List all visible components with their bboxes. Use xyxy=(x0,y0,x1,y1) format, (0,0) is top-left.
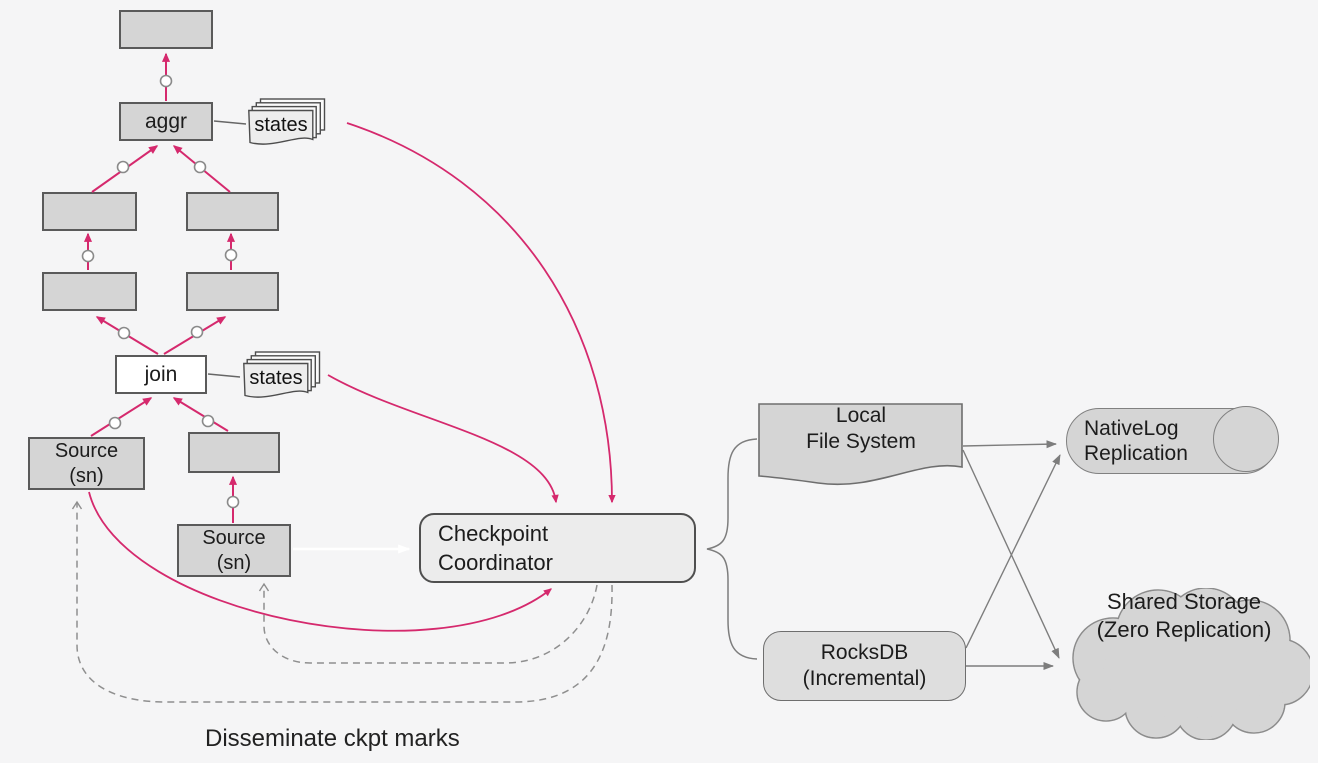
join-node: join xyxy=(115,355,207,394)
local-file-system-label: Local File System xyxy=(806,404,916,453)
op-node-above-source2 xyxy=(188,432,280,473)
map-node-right-upper xyxy=(186,192,279,231)
nativelog-replication-node: NativeLog Replication xyxy=(1066,406,1279,474)
dashed-coordinator-to-source2 xyxy=(258,582,598,664)
edge-localfs-to-sharedstorage xyxy=(962,449,1060,659)
shared-storage-cloud: Shared Storage (Zero Replication) xyxy=(1058,587,1314,741)
source-top-line2: (sn) xyxy=(69,464,104,487)
checkpoint-coordinator-node: Checkpoint Coordinator xyxy=(419,513,696,583)
nativelog-line1: NativeLog xyxy=(1084,417,1179,440)
aggr-label: aggr xyxy=(144,110,188,133)
coordinator-line2: Coordinator xyxy=(438,550,553,575)
source-bottom-line1: Source xyxy=(202,526,266,549)
caption-disseminate-ckpt-marks: Disseminate ckpt marks xyxy=(205,725,460,752)
shared-storage-label: Shared Storage (Zero Replication) xyxy=(1096,589,1272,642)
stub-aggr-to-states xyxy=(213,120,247,125)
local-file-system-shape xyxy=(758,403,963,485)
rocksdb-line1: RocksDB xyxy=(820,641,909,664)
curve-join-states-to-coordinator xyxy=(327,374,559,504)
states-aggr-label: states xyxy=(254,114,307,136)
local-file-system-node: Local File System xyxy=(758,403,964,493)
curve-aggr-states-to-coordinator xyxy=(346,122,616,504)
brace xyxy=(706,438,758,660)
stub-join-to-states xyxy=(207,373,241,378)
nativelog-line2: Replication xyxy=(1084,442,1188,465)
source-node-bottom: Source (sn) xyxy=(177,524,291,577)
join-label: join xyxy=(144,363,178,386)
edge-smallbox-to-join xyxy=(172,397,229,432)
edge-midrightupper-to-aggr xyxy=(172,145,231,193)
edge-join-to-midrightlower xyxy=(163,316,227,355)
edge-rocksdb-to-nativelog xyxy=(965,454,1061,649)
states-stack-aggr: states xyxy=(248,98,326,145)
states-join-label: states xyxy=(249,367,302,389)
aggr-node: aggr xyxy=(119,102,213,141)
map-node-right-lower xyxy=(186,272,279,311)
edge-source1-to-join xyxy=(90,397,153,437)
edge-localfs-to-nativelog xyxy=(962,440,1057,449)
source-bottom-line2: (sn) xyxy=(216,551,252,574)
rocksdb-line2: (Incremental) xyxy=(802,667,927,690)
map-node-left-upper xyxy=(42,192,137,231)
edge-join-to-midleftlower xyxy=(95,316,159,355)
cylinder-endcap xyxy=(1213,406,1279,472)
coordinator-line1: Checkpoint xyxy=(438,521,549,546)
rocksdb-node: RocksDB (Incremental) xyxy=(763,631,966,701)
edge-midleftupper-to-aggr xyxy=(91,145,159,193)
storage-edges xyxy=(962,440,1061,670)
states-stack-join: states xyxy=(243,351,321,398)
source-node-top: Source (sn) xyxy=(28,437,145,490)
sink-node xyxy=(119,10,213,49)
source-top-line1: Source xyxy=(54,439,119,462)
cloud-shape xyxy=(1072,587,1314,741)
map-node-left-lower xyxy=(42,272,137,311)
